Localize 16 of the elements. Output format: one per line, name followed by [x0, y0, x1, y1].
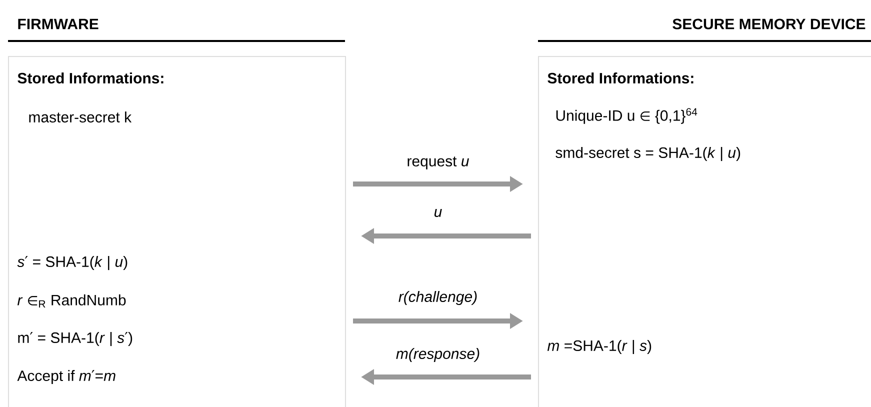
edge-label: r(challenge) — [397, 290, 479, 306]
panel-heading: SECURE MEMORY DEVICE — [672, 18, 866, 30]
edge-label: m(response) — [394, 347, 482, 363]
text-line: m =SHA-1(r | s) — [547, 340, 652, 354]
panel-heading: FIRMWARE — [18, 18, 98, 30]
text-line: r ∈$_{R}$ RandNumb — [17, 294, 126, 308]
text-line: Unique-ID u ∈ {0,1}$^{64}$ — [556, 108, 698, 124]
text-line: Accept if m′=m — [17, 370, 116, 384]
edge-label: u — [432, 208, 444, 218]
section-heading: Stored Informations: — [18, 72, 164, 84]
text-line: master-secret k — [29, 112, 132, 122]
section-heading: Stored Informations: — [548, 72, 694, 84]
edge-label: request u — [406, 156, 470, 170]
text-line: smd-secret s = SHA-1(k | u) — [556, 146, 740, 162]
text-line: m′ = SHA-1(r | s′) — [18, 332, 132, 346]
text-line: s′ = SHA-1(k | u) — [17, 256, 128, 270]
